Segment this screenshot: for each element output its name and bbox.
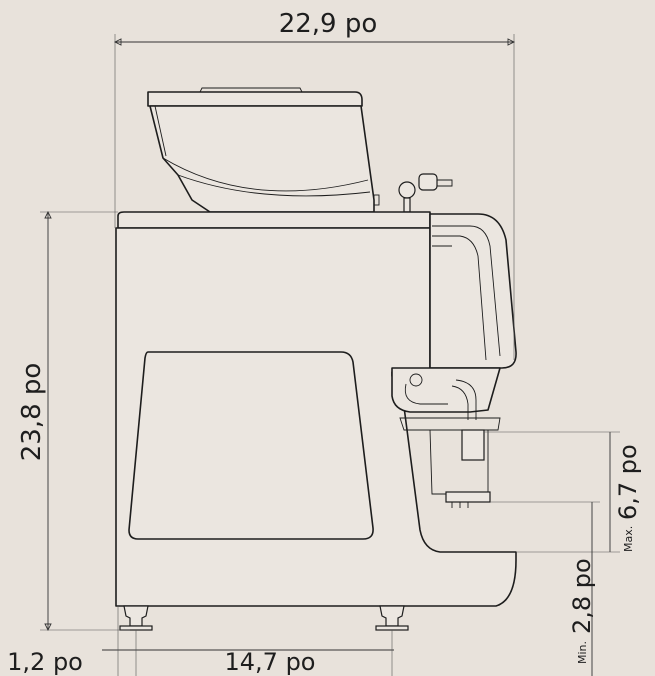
front-head bbox=[391, 213, 517, 508]
min-prefix-label: Min. bbox=[576, 641, 589, 664]
hopper bbox=[147, 87, 380, 213]
foot-offset-label: 1,2 po bbox=[7, 648, 83, 676]
overall-width-label: 22,9 po bbox=[279, 9, 378, 39]
coffee-machine bbox=[115, 87, 517, 631]
min-clearance-label: 2,8 po bbox=[568, 558, 596, 634]
foot-span-label: 14,7 po bbox=[225, 648, 316, 676]
max-clearance-label: 6,7 po bbox=[614, 444, 642, 520]
dimension-lines bbox=[40, 34, 620, 676]
max-clearance-group: Max. 6,7 po bbox=[614, 444, 642, 552]
main-body bbox=[115, 227, 517, 607]
min-clearance-group: Min. 2,8 po bbox=[568, 558, 596, 664]
key-icon bbox=[398, 173, 453, 213]
feet bbox=[119, 605, 409, 631]
overall-height-label: 23,8 po bbox=[17, 363, 47, 462]
max-prefix-label: Max. bbox=[622, 526, 635, 552]
